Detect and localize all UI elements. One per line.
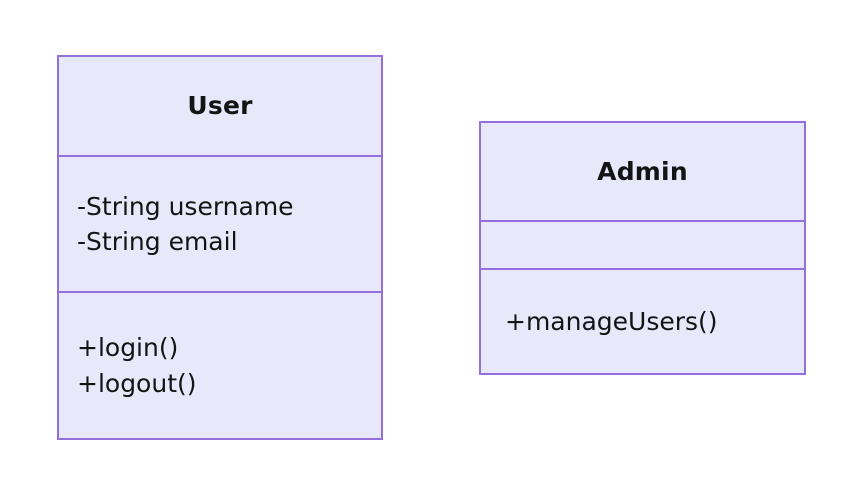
class-user-method: +logout() (77, 368, 197, 398)
class-user-attributes-compartment: -String username -String email (59, 155, 381, 291)
class-user-method: +login() (77, 333, 179, 362)
uml-class-user[interactable]: User -String username -String email +log… (57, 55, 383, 440)
class-admin-method: +manageUsers() (505, 306, 718, 336)
class-admin-name: Admin (597, 156, 688, 186)
class-user-name: User (187, 91, 253, 121)
class-admin-title-compartment: Admin (481, 123, 804, 220)
class-user-attribute: -String username (77, 191, 294, 221)
class-user-attribute: -String email (77, 227, 238, 256)
uml-class-admin[interactable]: Admin +manageUsers() (479, 121, 806, 375)
class-admin-methods-compartment: +manageUsers() (481, 268, 804, 373)
class-admin-attributes-compartment (481, 220, 804, 268)
class-user-methods-compartment: +login() +logout() (59, 291, 381, 438)
class-user-title-compartment: User (59, 57, 381, 155)
